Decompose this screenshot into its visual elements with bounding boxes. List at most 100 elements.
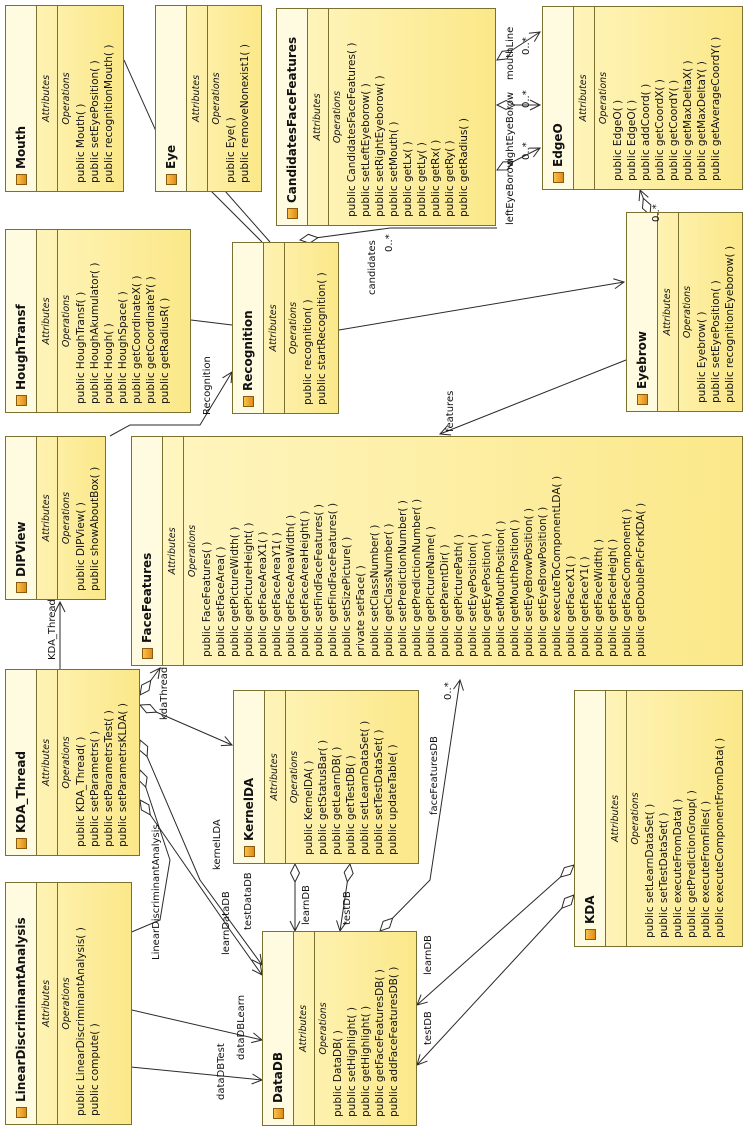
operation: public startRecognition( ) xyxy=(316,272,328,405)
operations-title: Operations xyxy=(332,90,343,144)
edge-label-lda: LinearDiscriminantAnalysis xyxy=(151,824,162,960)
operation: public setEyePosition( ) xyxy=(710,280,722,403)
operation: public LinearDiscriminantAnalysis( ) xyxy=(75,927,87,1116)
operation: public DIPView( ) xyxy=(75,502,87,591)
class-name: HoughTransf xyxy=(14,304,28,390)
attributes-compartment: Attributes xyxy=(606,691,627,946)
operations-title: Operations xyxy=(211,72,222,125)
operation: public getPictureWidth( ) xyxy=(229,526,241,657)
operation: public EdgeO( ) xyxy=(612,99,624,181)
edge-kernellda-arrow xyxy=(220,736,234,747)
operation: public recognitionMouth( ) xyxy=(103,44,115,183)
class-name: EdgeO xyxy=(551,123,565,167)
edge-label-kdaTestDB: testDB xyxy=(423,1011,434,1045)
class-name: LinearDiscriminantAnalysis xyxy=(14,917,28,1102)
operation: public setLearnDataSet( ) xyxy=(644,803,656,938)
class-icon xyxy=(243,846,255,857)
edge-label-mult2: 0..* xyxy=(521,90,532,108)
operations-title: Operations xyxy=(682,285,693,339)
edge-datadblearn xyxy=(109,1004,263,1041)
operation: public getClassNumber( ) xyxy=(383,523,395,657)
operation: public getFaceAreaX1( ) xyxy=(257,531,269,657)
edge-learndatadb xyxy=(139,739,263,966)
attributes-compartment: Attributes xyxy=(37,230,58,412)
operation: public getCoordinateX( ) xyxy=(131,275,143,404)
operations-title: Operations xyxy=(61,977,72,1030)
operation: public updateTable( ) xyxy=(387,744,399,855)
class-header: Eyebrow xyxy=(627,213,658,411)
class-name: DIPView xyxy=(14,521,28,577)
operation: public setFindFaceFeatures( ) xyxy=(313,504,325,657)
operation: public getLx( ) xyxy=(402,141,414,217)
operation: public DataDB( ) xyxy=(332,1030,344,1117)
operation: public getFaceComponent( ) xyxy=(621,508,633,657)
attributes-compartment: Attributes xyxy=(308,9,329,225)
edge-facefeaturesdb xyxy=(379,679,461,932)
class-name: KDA_Thread xyxy=(14,750,28,833)
operation: public Eye( ) xyxy=(225,117,237,183)
operation: public setEyePosition( ) xyxy=(89,60,101,183)
operation: public compute( ) xyxy=(89,1023,101,1116)
operation: public HoughTransf( ) xyxy=(75,291,87,404)
attributes-compartment: Attributes xyxy=(294,932,315,1125)
class-icon xyxy=(15,582,27,593)
operation: public HoughAkumulator( ) xyxy=(89,262,101,404)
edge-testdatadb xyxy=(139,799,263,976)
operation: public executeToComponentLDA( ) xyxy=(551,475,563,657)
edge-facefeaturesdb-diamond xyxy=(379,917,394,932)
class-icon xyxy=(15,838,27,849)
operation: public showAboutBox( ) xyxy=(89,466,101,591)
operation: public setEyeBrowPosition( ) xyxy=(523,508,535,657)
edge-label-learnDB: learnDB xyxy=(301,885,312,925)
operations-title: Operations xyxy=(630,792,641,845)
operations-title: Operations xyxy=(187,524,198,578)
operation: public FaceFeatures( ) xyxy=(201,541,213,657)
class-icon xyxy=(636,394,648,405)
attributes-compartment: Attributes xyxy=(265,691,286,863)
operation: public setParametrsKLDA( ) xyxy=(117,703,129,847)
operations-title: Operations xyxy=(289,750,300,804)
operation: public Mouth( ) xyxy=(75,103,87,183)
operation: public setLeftEyeborow( ) xyxy=(360,83,372,217)
edge-label-kdaThreadLeft: KDA_Thread xyxy=(47,599,58,660)
edge-kdathread-facefeatures-diamond xyxy=(139,679,152,696)
edge-label-kdaThread: kdaThread xyxy=(159,666,170,720)
operation: public setLearnDataSet( ) xyxy=(359,720,371,855)
edge-lda xyxy=(107,769,171,943)
edge-kda-testdb xyxy=(416,894,575,1066)
operation: public setTestDataSet( ) xyxy=(658,812,670,939)
operation: public getLearnDB( ) xyxy=(331,746,343,855)
edge-features-arrow xyxy=(438,425,452,436)
operation: public getFaceAreaHeight( ) xyxy=(299,510,311,657)
attributes-compartment: Attributes xyxy=(574,7,595,189)
class-icon xyxy=(15,395,27,406)
class-name: DataDB xyxy=(271,1052,285,1103)
edge-learndb-diamond xyxy=(289,862,301,884)
operation: public getFaceX1( ) xyxy=(565,555,577,657)
operation: public getPicturePath( ) xyxy=(453,534,465,657)
edge-mouthline-diamond xyxy=(496,49,514,61)
operation: public getEyeBrowPosition( ) xyxy=(537,506,549,657)
edge-kernellda-diamond xyxy=(138,703,158,714)
